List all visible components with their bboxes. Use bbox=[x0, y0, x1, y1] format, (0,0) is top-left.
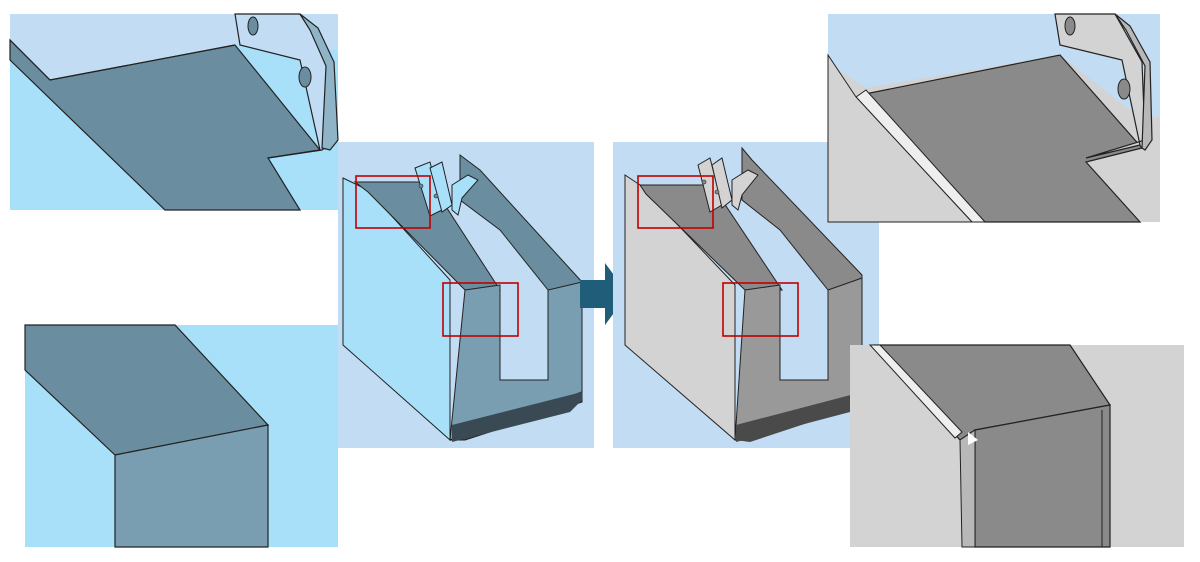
before-model-hole-2 bbox=[433, 193, 439, 199]
after-corner-detail-gap bbox=[968, 432, 978, 445]
before-corner-detail-front-face bbox=[114, 424, 269, 548]
after-top-detail-hole-lower bbox=[1117, 78, 1131, 100]
before-model-hole-1 bbox=[418, 183, 424, 189]
before-top-detail-hole-upper bbox=[247, 16, 259, 36]
before-model-highlight-corner bbox=[442, 282, 519, 337]
before-corner-detail bbox=[24, 324, 338, 548]
after-corner-detail bbox=[850, 344, 1184, 548]
after-model-tab-3 bbox=[731, 169, 759, 211]
after-corner-detail-front-face bbox=[974, 404, 1111, 548]
after-top-detail-tab-edge bbox=[1114, 13, 1153, 151]
after-model-highlight-corner bbox=[722, 282, 799, 337]
after-model-highlight-top bbox=[637, 175, 714, 229]
after-corner-detail-bend-radius bbox=[868, 344, 963, 439]
before-model-highlight-top bbox=[355, 175, 431, 229]
after-model-bottom-shade bbox=[736, 392, 862, 442]
after-corner-detail-thickness bbox=[959, 429, 976, 548]
after-model-hole-1 bbox=[701, 179, 707, 185]
after-top-detail-hole-upper bbox=[1064, 16, 1076, 36]
before-top-detail-hole-lower bbox=[298, 66, 312, 88]
after-top-detail bbox=[827, 13, 1160, 223]
before-top-detail-tab-edge bbox=[299, 13, 339, 151]
before-top-detail-edge-line bbox=[9, 39, 236, 81]
after-top-detail-side-face bbox=[827, 53, 974, 223]
before-model-tab-3 bbox=[451, 174, 479, 216]
before-model-bottom-shade bbox=[452, 392, 582, 442]
after-top-detail-tab bbox=[1054, 13, 1146, 159]
after-model-hole-2 bbox=[714, 189, 720, 195]
before-top-detail bbox=[9, 13, 339, 211]
before-model bbox=[338, 142, 594, 448]
